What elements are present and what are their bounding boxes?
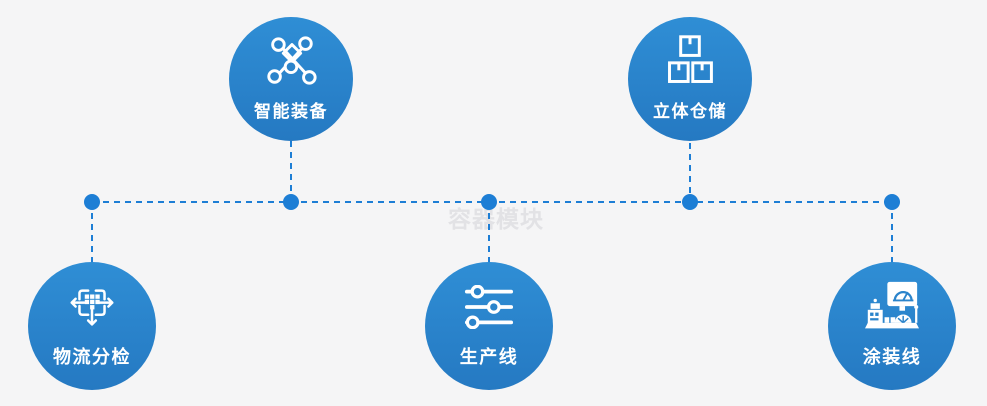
junction-dots — [84, 194, 900, 210]
icon-wrap — [859, 278, 925, 336]
sort-dispatch-arrows-icon — [70, 289, 114, 326]
watermark-text: 容器模块 — [448, 206, 544, 232]
node-logistics[interactable]: 物流分检 — [28, 262, 156, 390]
icon-wrap — [260, 32, 322, 90]
stacked-boxes-icon — [668, 35, 713, 83]
node-warehouse[interactable]: 立体仓储 — [628, 17, 752, 141]
node-smart-equipment[interactable]: 智能装备 — [229, 17, 353, 141]
node-production[interactable]: 生产线 — [425, 262, 553, 390]
network-nodes-icon — [267, 36, 317, 85]
node-label: 智能装备 — [254, 102, 328, 121]
icon-wrap — [660, 32, 720, 90]
node-label: 涂装线 — [862, 347, 922, 367]
node-coating[interactable]: 涂装线 — [828, 262, 956, 390]
node-label: 物流分检 — [53, 347, 131, 367]
machine-monitor-icon — [865, 281, 919, 329]
sliders-icon — [464, 285, 514, 329]
icon-wrap — [65, 278, 119, 336]
icon-wrap — [464, 278, 514, 336]
node-label: 生产线 — [459, 347, 519, 367]
node-label: 立体仓储 — [653, 102, 727, 121]
